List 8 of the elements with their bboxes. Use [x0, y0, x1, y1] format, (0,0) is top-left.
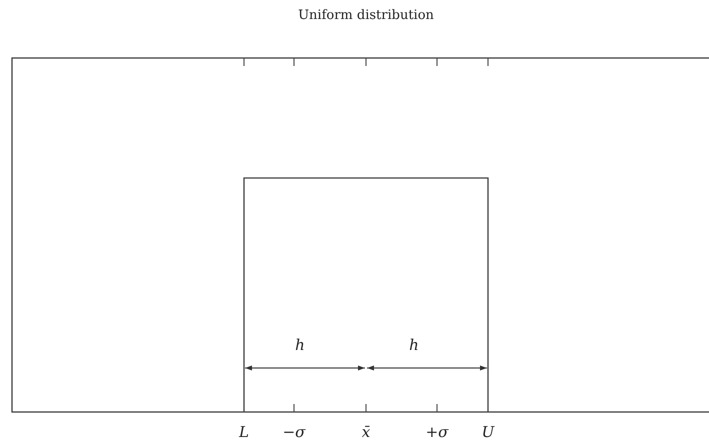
- axis-label: U: [482, 423, 494, 441]
- axis-label: x̄: [362, 423, 370, 441]
- dimension-label: h: [295, 336, 305, 354]
- dimension-label: h: [409, 336, 419, 354]
- axis-label: +σ: [426, 423, 448, 441]
- chart-title: Uniform distribution: [297, 8, 435, 24]
- axis-label: L: [239, 423, 249, 441]
- axis-label: −σ: [282, 423, 306, 441]
